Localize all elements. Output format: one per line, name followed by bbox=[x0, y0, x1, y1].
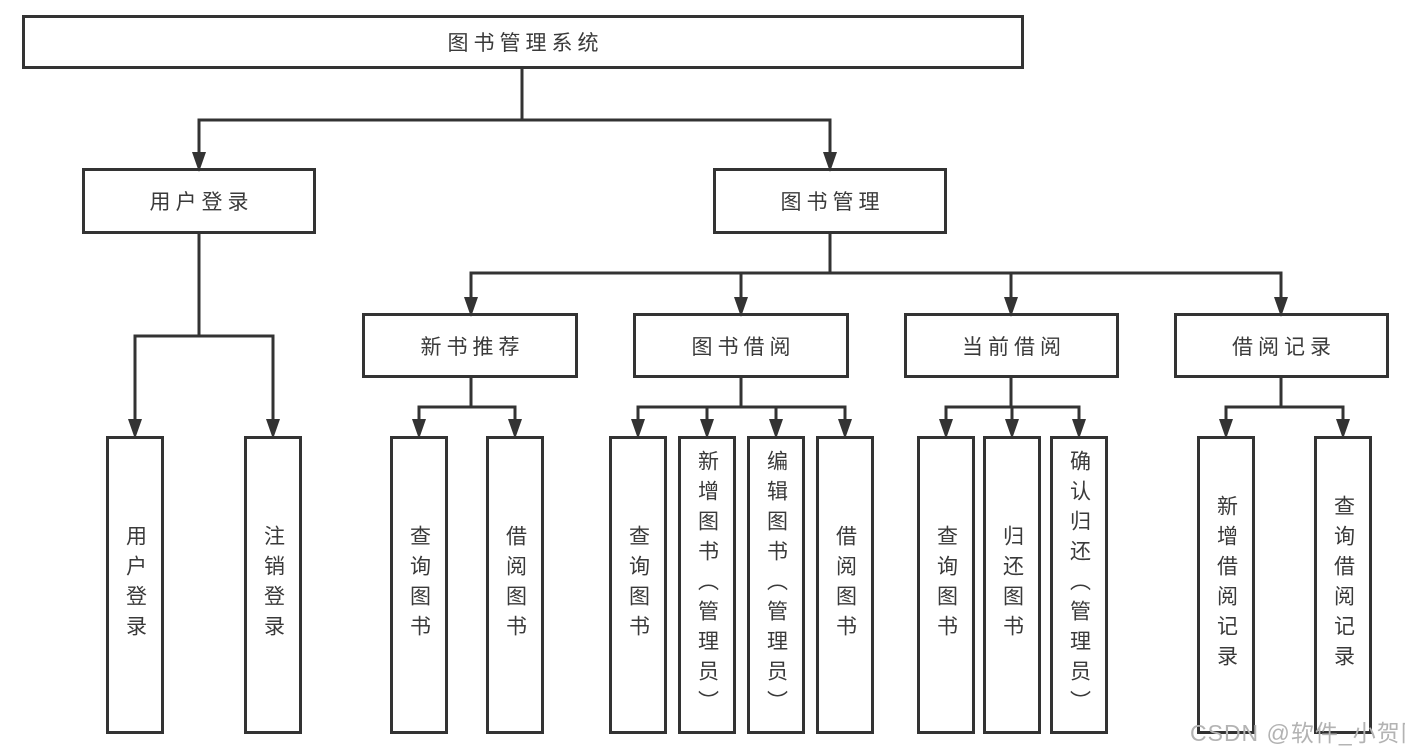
leaf-current-return-books-label: 归还图书 bbox=[1000, 525, 1024, 645]
node-book-borrowing-label: 图书借阅 bbox=[691, 335, 796, 359]
node-new-book-recommend: 新书推荐 bbox=[362, 313, 578, 378]
leaf-recommend-query-books: 查询图书 bbox=[390, 436, 448, 734]
leaf-current-query-books-label: 查询图书 bbox=[934, 525, 958, 645]
leaf-recommend-borrow-books-label: 借阅图书 bbox=[503, 525, 527, 645]
leaf-borrowing-add-books-admin-label: 新增图书（管理员） bbox=[695, 450, 719, 720]
node-new-book-recommend-label: 新书推荐 bbox=[420, 335, 525, 359]
node-root: 图书管理系统 bbox=[22, 15, 1024, 69]
leaf-user-login-label: 用户登录 bbox=[123, 525, 147, 645]
leaf-records-query-record: 查询借阅记录 bbox=[1314, 436, 1372, 734]
leaf-records-add-record: 新增借阅记录 bbox=[1197, 436, 1255, 734]
leaf-logout-label: 注销登录 bbox=[261, 525, 285, 645]
leaf-recommend-query-books-label: 查询图书 bbox=[407, 525, 431, 645]
node-user-login: 用户登录 bbox=[82, 168, 316, 234]
leaf-recommend-borrow-books: 借阅图书 bbox=[486, 436, 544, 734]
leaf-borrowing-query-books: 查询图书 bbox=[609, 436, 667, 734]
leaf-records-add-record-label: 新增借阅记录 bbox=[1214, 495, 1238, 675]
leaf-current-return-books: 归还图书 bbox=[983, 436, 1041, 734]
node-borrowing-records: 借阅记录 bbox=[1174, 313, 1389, 378]
leaf-borrowing-edit-books-admin: 编辑图书（管理员） bbox=[747, 436, 805, 734]
leaf-user-login: 用户登录 bbox=[106, 436, 164, 734]
node-borrowing-records-label: 借阅记录 bbox=[1232, 335, 1336, 359]
leaf-current-query-books: 查询图书 bbox=[917, 436, 975, 734]
leaf-borrowing-add-books-admin: 新增图书（管理员） bbox=[678, 436, 736, 734]
leaf-borrowing-edit-books-admin-label: 编辑图书（管理员） bbox=[764, 450, 788, 720]
leaf-records-query-record-label: 查询借阅记录 bbox=[1331, 495, 1355, 675]
node-book-borrowing: 图书借阅 bbox=[633, 313, 849, 378]
leaf-current-confirm-return-admin: 确认归还（管理员） bbox=[1050, 436, 1108, 734]
node-user-login-label: 用户登录 bbox=[149, 191, 254, 214]
node-current-borrowing-label: 当前借阅 bbox=[962, 335, 1066, 359]
node-root-label: 图书管理系统 bbox=[447, 32, 604, 55]
leaf-borrowing-borrow-books-label: 借阅图书 bbox=[833, 525, 857, 645]
leaf-logout: 注销登录 bbox=[244, 436, 302, 734]
node-book-management-label: 图书管理 bbox=[780, 191, 885, 214]
leaf-borrowing-borrow-books: 借阅图书 bbox=[816, 436, 874, 734]
csdn-watermark: CSDN @软件_小贺同学 bbox=[1190, 720, 1405, 746]
node-book-management: 图书管理 bbox=[713, 168, 947, 234]
leaf-current-confirm-return-admin-label: 确认归还（管理员） bbox=[1067, 450, 1091, 720]
node-current-borrowing: 当前借阅 bbox=[904, 313, 1119, 378]
leaf-borrowing-query-books-label: 查询图书 bbox=[626, 525, 650, 645]
